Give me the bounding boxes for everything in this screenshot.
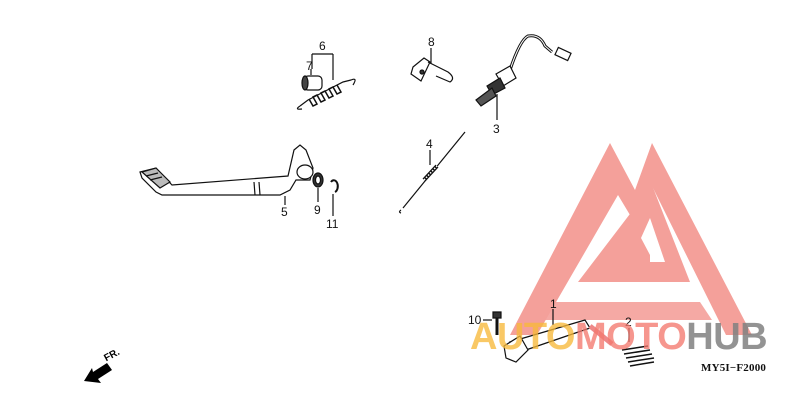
brake-pedal-icon: [139, 144, 339, 216]
stop-switch-icon: [475, 34, 572, 120]
callout-5: 5: [281, 205, 288, 219]
gear-pedal-icon: [483, 309, 655, 367]
drawing-code: MY5I−F2000: [701, 362, 767, 374]
watermark-hub: HUB: [686, 316, 768, 358]
callout-7: 7: [306, 59, 313, 73]
watermark-moto: MOTO: [574, 316, 687, 358]
rod-spring-icon: [398, 131, 466, 214]
callout-2: 2: [625, 315, 632, 329]
spring-assembly-icon: [296, 53, 356, 110]
callout-4: 4: [426, 137, 433, 151]
callout-6: 6: [319, 39, 326, 53]
watermark-auto: AUTO: [470, 316, 575, 358]
watermark-logo-icon: [510, 143, 752, 335]
callout-11: 11: [326, 217, 339, 231]
callout-8: 8: [428, 35, 435, 49]
front-direction-arrow-icon: [84, 363, 112, 383]
callout-1: 1: [550, 297, 557, 311]
bracket-icon: [410, 48, 454, 83]
callout-3: 3: [493, 122, 500, 136]
watermark-text: AUTOMOTOHUB: [470, 316, 768, 358]
callout-9: 9: [314, 203, 321, 217]
callout-10: 10: [468, 313, 482, 327]
